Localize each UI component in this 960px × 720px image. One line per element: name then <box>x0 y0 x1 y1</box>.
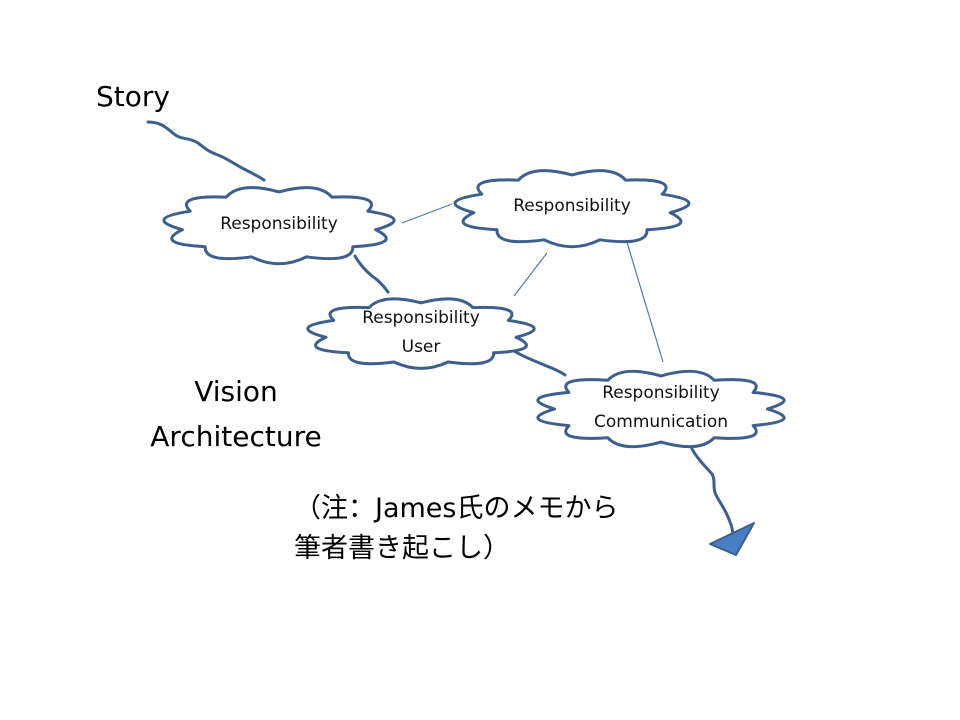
link-cloud2-cloud4 <box>625 238 664 363</box>
cloud-responsibility-1: Responsibility <box>162 186 396 266</box>
cloud-label-line: Responsibility <box>602 383 720 403</box>
cloud-shape <box>306 297 536 370</box>
note-line-2: 筆者書き起こし） <box>294 533 510 564</box>
cloud-group: ResponsibilityResponsibilityResponsibili… <box>162 169 786 449</box>
cloud-label-line: Communication <box>594 412 728 432</box>
connector-cloud4-arrow <box>690 447 738 542</box>
cloud-shape <box>536 369 786 449</box>
cloud-label-line: Responsibility <box>220 214 338 234</box>
cloud-label-line: Responsibility <box>513 196 631 216</box>
story-label: Story <box>96 80 170 113</box>
cloud-label-line: Responsibility <box>362 308 480 328</box>
vision-label: Vision <box>194 375 278 408</box>
cloud-shape <box>453 169 691 249</box>
cloud-label-line: User <box>402 337 441 357</box>
arrow-head <box>709 522 755 556</box>
cloud-responsibility-2: Responsibility <box>453 169 691 249</box>
cloud-shape <box>162 186 396 266</box>
architecture-label: Architecture <box>150 420 321 453</box>
link-cloud2-cloud3 <box>513 252 548 297</box>
story-connector-line <box>146 120 266 182</box>
connector-cloud3-cloud4 <box>512 349 567 377</box>
note-line-1: （注：James氏のメモから <box>294 493 619 524</box>
link-cloud1-cloud2 <box>401 203 453 224</box>
connector-cloud1-cloud3 <box>353 254 390 294</box>
